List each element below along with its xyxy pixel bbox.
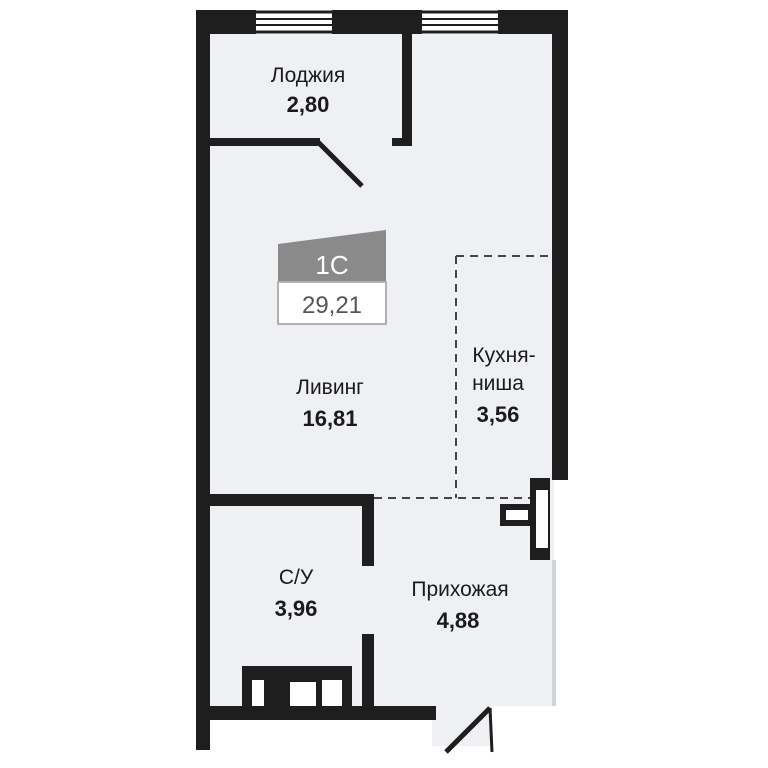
living-area: 16,81: [302, 406, 357, 431]
living-name: Ливинг: [296, 376, 364, 399]
kitchen-name-line2: ниша: [472, 372, 524, 395]
apartment-badge: 1С 29,21: [277, 230, 387, 325]
kitchen-name-line1: Кухня-: [472, 344, 535, 367]
window-right: [418, 10, 502, 34]
right-wall-lower: [552, 560, 556, 706]
hallway-name: Прихожая: [411, 578, 508, 601]
bathroom-area: 3,96: [275, 596, 318, 621]
entry-door: [444, 706, 492, 754]
bathroom-name: С/У: [279, 566, 314, 589]
badge-total-bg: [277, 281, 387, 325]
plumbing-fixtures: [242, 666, 352, 706]
floor-area: [208, 34, 554, 706]
outer-walls: [196, 10, 568, 750]
badge-type-bg: [278, 230, 386, 282]
kitchen-boundary: [374, 255, 552, 499]
loggia-area: 2,80: [287, 92, 330, 117]
loggia-name: Лоджия: [271, 64, 345, 87]
loggia-wall: [210, 34, 412, 146]
riser-block: [500, 478, 550, 560]
bathroom-walls: [210, 494, 374, 706]
kitchen-area: 3,56: [477, 402, 520, 427]
entry-door-rail: [488, 707, 494, 753]
apartment-type: 1С: [315, 250, 348, 280]
total-area: 29,21: [302, 292, 362, 319]
loggia-door: [316, 140, 364, 188]
window-left: [252, 10, 336, 34]
hallway-area: 4,88: [437, 608, 480, 633]
